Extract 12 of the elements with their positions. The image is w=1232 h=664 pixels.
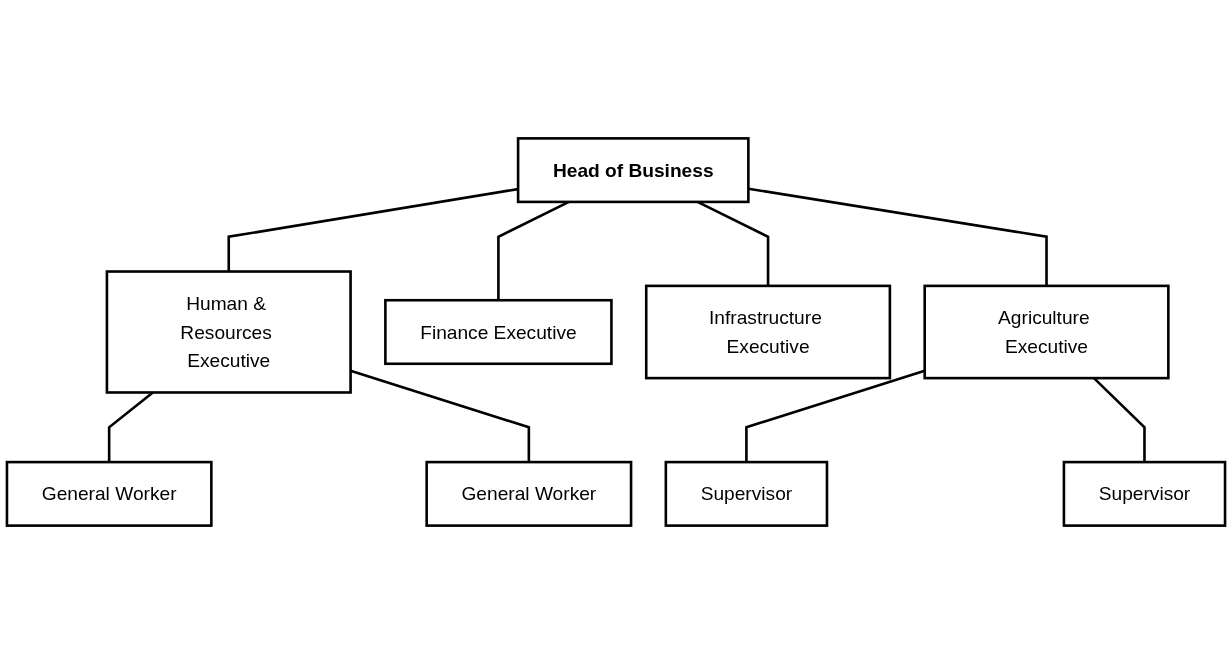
node-box: Human & Resources Executive xyxy=(105,270,352,394)
connector xyxy=(350,369,531,463)
node-box: Agriculture Executive xyxy=(923,284,1170,380)
node-box: Infrastructure Executive xyxy=(644,284,892,380)
node-box: Head of Business xyxy=(516,137,750,204)
node-box: Supervisor xyxy=(1062,460,1227,527)
connector xyxy=(748,187,1048,286)
node-box: Supervisor xyxy=(664,460,829,527)
node-box: Finance Executive xyxy=(384,298,613,366)
node-box: General Worker xyxy=(425,460,633,527)
connector xyxy=(227,187,519,272)
node-box: General Worker xyxy=(5,460,213,527)
